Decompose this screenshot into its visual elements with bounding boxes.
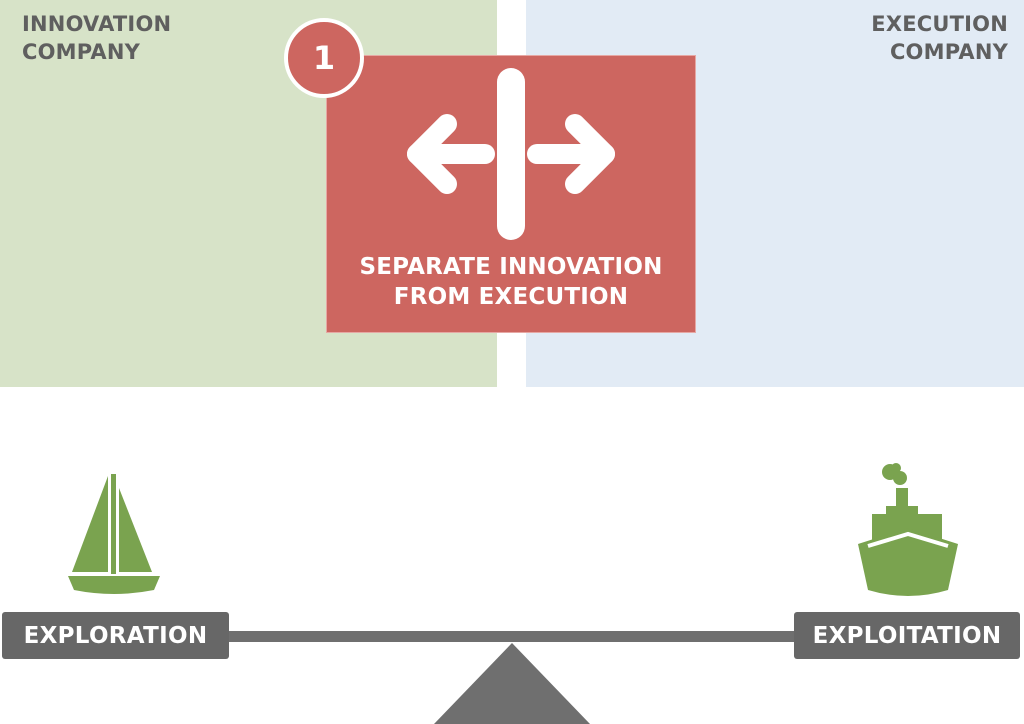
ship-icon xyxy=(858,463,958,596)
exploration-label: EXPLORATION xyxy=(2,612,229,659)
innovation-company-label: INNOVATION COMPANY xyxy=(22,12,172,64)
exploitation-label: EXPLOITATION xyxy=(794,612,1020,659)
fulcrum-triangle xyxy=(434,643,590,724)
card-title: SEPARATE INNOVATION FROM EXECUTION xyxy=(359,254,663,310)
step-number-badge: 1 xyxy=(284,18,364,98)
execution-company-label: EXECUTION COMPANY xyxy=(871,12,1008,64)
balance-beam xyxy=(215,631,805,642)
split-arrows-icon xyxy=(407,68,615,240)
separate-innovation-card: SEPARATE INNOVATION FROM EXECUTION xyxy=(326,55,696,333)
sailboat-icon xyxy=(68,474,160,594)
